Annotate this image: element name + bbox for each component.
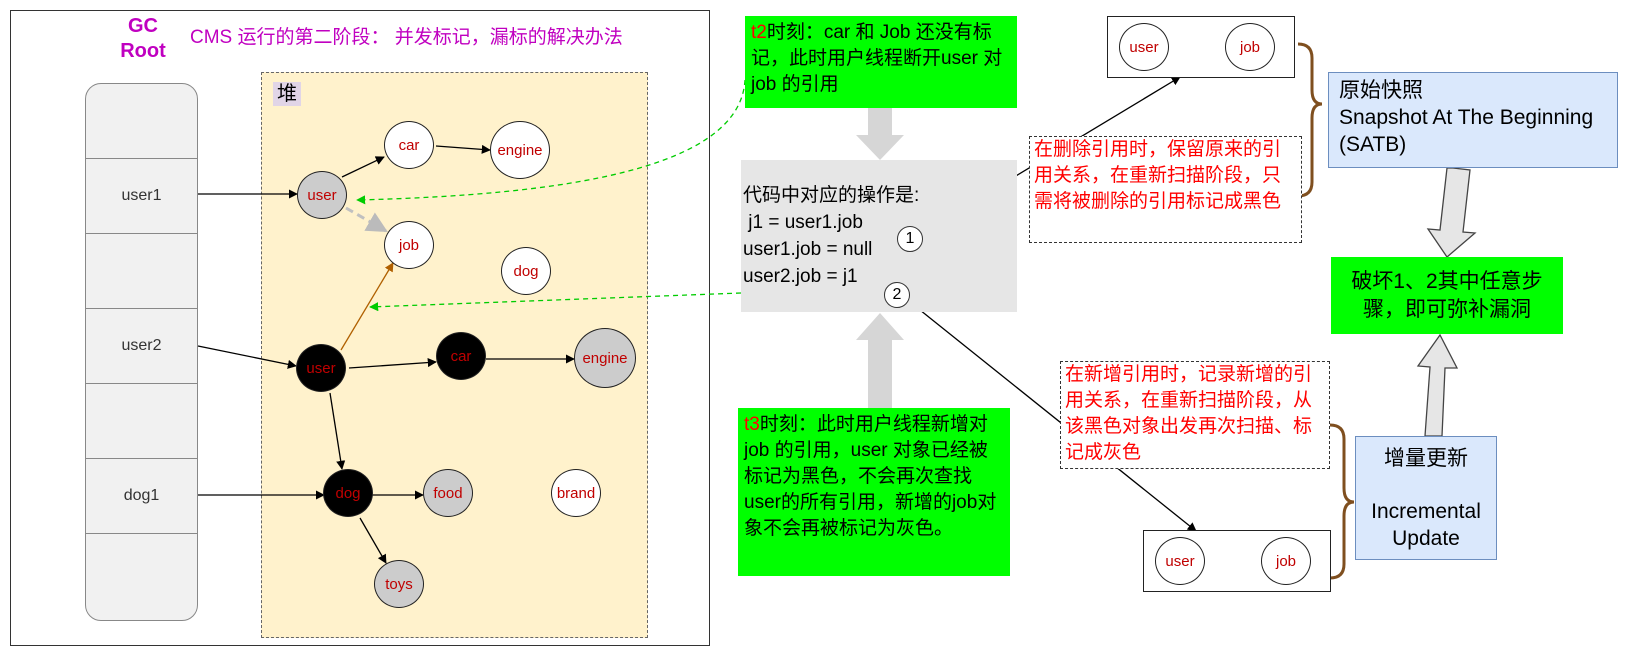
- gc-root-stack: user1 user2 dog1: [85, 83, 198, 621]
- arrow-satb-result: [1426, 167, 1477, 258]
- mini-graph-satb: user job: [1107, 16, 1295, 78]
- edge-user-job-added: [340, 262, 394, 351]
- badge-1: 1: [897, 226, 923, 252]
- satb-line: 原始快照: [1339, 79, 1423, 102]
- t3-text: 时刻：此时用户线程新增对 job 的引用，user 对象已经被标记为黑色，不会再…: [744, 414, 997, 539]
- code-line: 代码中对应的操作是:: [743, 185, 920, 206]
- edge-dog-toys: [359, 517, 387, 564]
- mini2-node-user: user: [1155, 537, 1205, 585]
- code-line: user2.job = j1: [743, 266, 858, 287]
- node-user-black: user: [296, 344, 346, 392]
- arrow-up-t3: [856, 313, 904, 408]
- mini1-node-user: user: [1119, 23, 1169, 71]
- t2-note: t2时刻：car 和 Job 还没有标记，此时用户线程断开user 对job 的…: [745, 16, 1017, 108]
- node-car-black: car: [436, 332, 486, 380]
- mini-graph-incremental: user job: [1143, 530, 1331, 592]
- satb-box: 原始快照 Snapshot At The Beginning (SATB): [1328, 72, 1618, 168]
- heap-label: 堆: [273, 82, 301, 106]
- line-badge2-mini2: [909, 301, 1197, 532]
- gc-root-label: GC Root: [120, 15, 166, 62]
- note-delete-reference: 在删除引用时，保留原来的引用关系，在重新扫描阶段，只需将被删除的引用标记成黑色: [1029, 136, 1302, 243]
- node-brand: brand: [551, 469, 601, 517]
- brace-incremental: [1329, 423, 1355, 580]
- pointer-code-job: [369, 292, 742, 312]
- edge-user-dog: [329, 392, 346, 470]
- edge-user2-root: [197, 345, 297, 369]
- node-engine-white: engine: [490, 121, 550, 179]
- node-engine-gray: engine: [574, 328, 636, 388]
- diagram-frame: [10, 10, 710, 646]
- node-job: job: [384, 221, 434, 269]
- node-dog-black: dog: [323, 469, 373, 517]
- stack-cell-dog1: dog1: [86, 458, 197, 533]
- incremental-line: 增量更新: [1384, 446, 1468, 470]
- arrow-incremental-result: [1416, 333, 1459, 437]
- code-line: j1 = user1.job: [743, 212, 863, 233]
- satb-line: Snapshot At The Beginning: [1339, 106, 1594, 129]
- brace-satb: [1297, 42, 1323, 198]
- edge-user-job-removed: [345, 206, 388, 233]
- node-food: food: [423, 469, 473, 517]
- node-toys: toys: [374, 560, 424, 608]
- edge-user-car: [341, 156, 385, 178]
- code-line: user1.job = null: [743, 239, 873, 260]
- mini1-node-job: job: [1225, 23, 1275, 71]
- t3-note: t3时刻：此时用户线程新增对 job 的引用，user 对象已经被标记为黑色，不…: [738, 408, 1010, 576]
- incremental-update-box: 增量更新 Incremental Update: [1355, 436, 1497, 560]
- result-box: 破坏1、2其中任意步骤，即可弥补漏洞: [1331, 257, 1563, 334]
- note-add-reference: 在新增引用时，记录新增的引用关系，在重新扫描阶段，从该黑色对象出发再次扫描、标记…: [1060, 361, 1330, 469]
- t3-prefix: t3: [744, 414, 760, 435]
- stack-cell-user1: user1: [86, 158, 197, 233]
- incremental-line: Update: [1392, 526, 1460, 550]
- diagram-title: CMS 运行的第二阶段： 并发标记，漏标的解决办法: [190, 27, 623, 48]
- incremental-line: Incremental: [1371, 499, 1481, 523]
- edge-car-engine: [435, 144, 491, 154]
- code-box: [741, 160, 1017, 312]
- t2-text: 时刻：car 和 Job 还没有标记，此时用户线程断开user 对job 的引用: [751, 22, 1003, 95]
- arrow-down-t2: [856, 108, 904, 160]
- node-car-white: car: [384, 121, 434, 169]
- stack-cell: [86, 533, 197, 620]
- mini2-node-job: job: [1261, 537, 1311, 585]
- stack-cell-user2: user2: [86, 308, 197, 383]
- edge-user-car-black: [348, 358, 437, 369]
- badge-2: 2: [884, 282, 910, 308]
- stack-cell: [86, 233, 197, 308]
- satb-line: (SATB): [1339, 133, 1407, 156]
- node-user-gray: user: [297, 171, 347, 219]
- code-lines: 代码中对应的操作是: j1 = user1.job user1.job = nu…: [743, 182, 919, 290]
- node-dog-white: dog: [501, 247, 551, 295]
- t2-prefix: t2: [751, 22, 767, 43]
- stack-cell: [86, 383, 197, 458]
